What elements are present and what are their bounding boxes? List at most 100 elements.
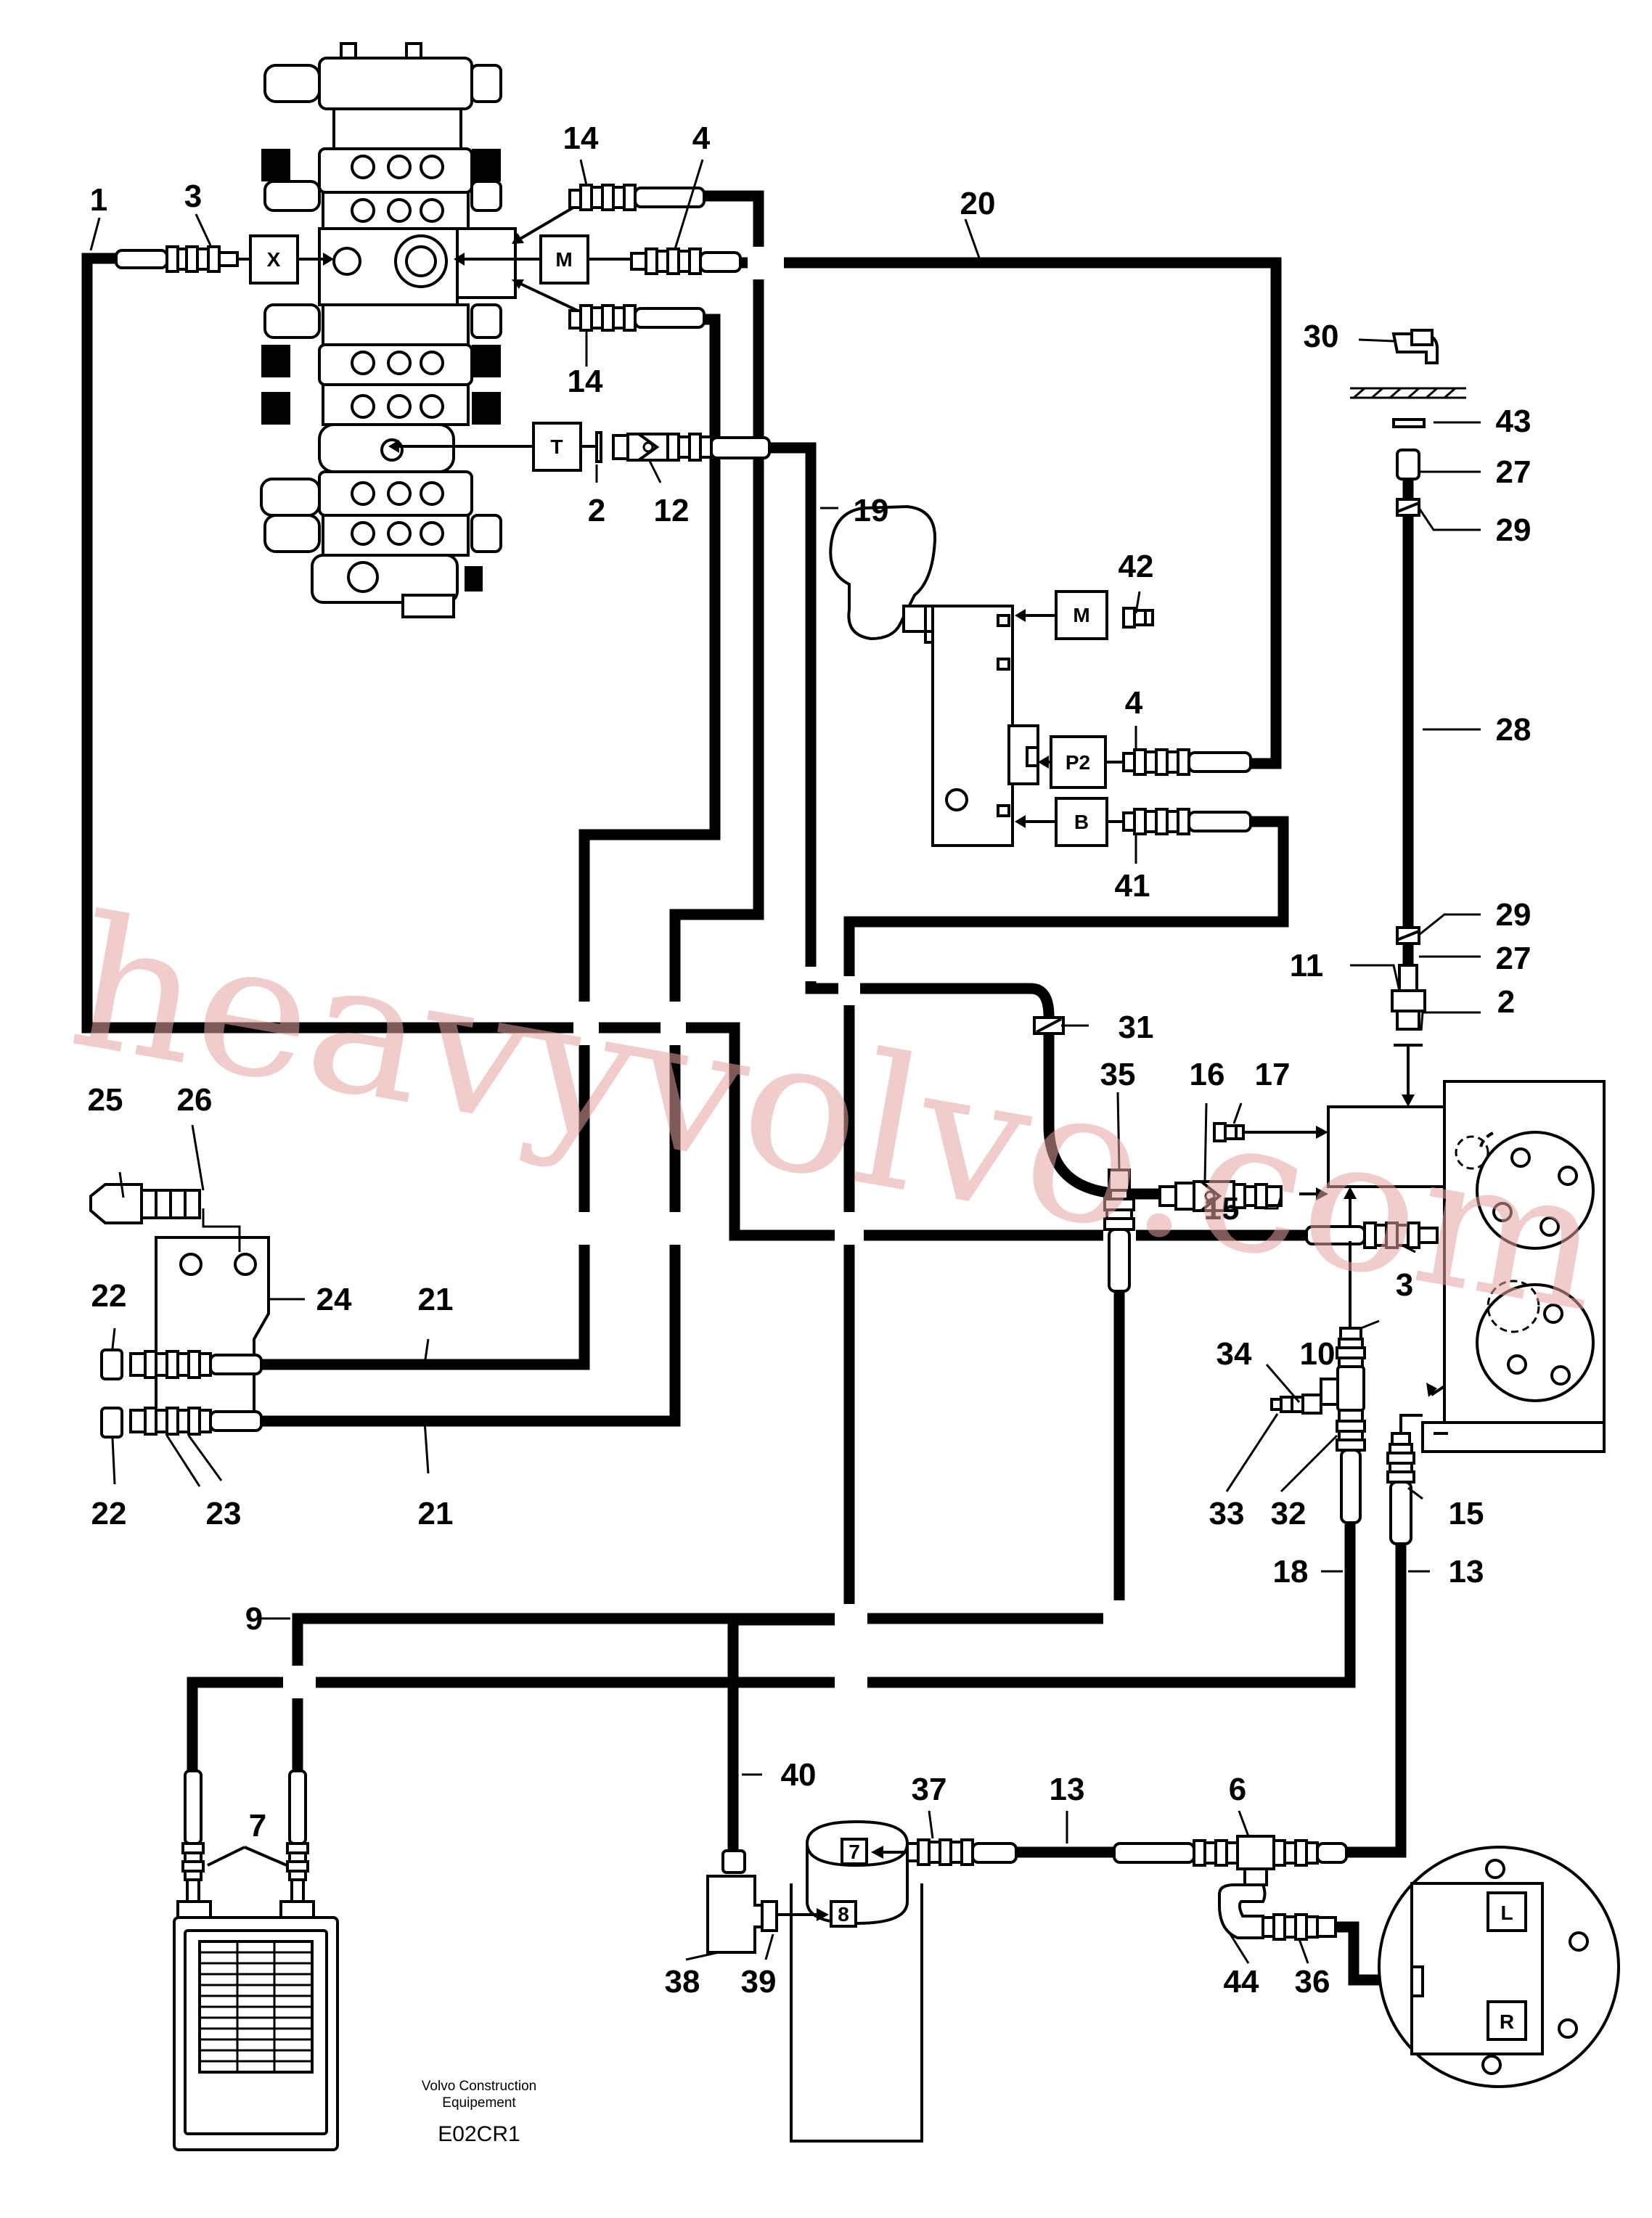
pump-unit <box>1270 1080 1606 1453</box>
callout-27: 27 <box>1496 454 1532 490</box>
callout-21: 21 <box>418 1282 454 1317</box>
port-t-label: T <box>550 435 563 458</box>
port-m-valve-label: M <box>555 248 572 271</box>
callout-17: 17 <box>1255 1057 1291 1092</box>
watermark: heavyvolvo.com <box>58 876 1617 1352</box>
fitting-35 <box>1033 1016 1135 1293</box>
callout-2: 2 <box>1497 984 1515 1020</box>
callout-20: 20 <box>960 186 996 221</box>
callout-7: 7 <box>249 1808 266 1843</box>
callout-32: 32 <box>1271 1496 1307 1531</box>
port-8-box <box>830 1900 857 1928</box>
port-x-label: X <box>267 248 281 271</box>
callout-14: 14 <box>568 364 603 399</box>
callout-37: 37 <box>912 1772 947 1807</box>
callout-labels: 1 3 14 4 20 14 30 43 27 29 2 12 19 42 4 … <box>88 120 1532 2000</box>
fitting-4-top <box>588 247 742 275</box>
port-7-box <box>841 1838 868 1865</box>
hose-19 <box>769 442 1179 1200</box>
hose-13 <box>1336 1521 1407 1858</box>
callout-41: 41 <box>1115 868 1150 904</box>
callout-4: 4 <box>692 120 711 156</box>
fitting-14-lower <box>568 304 706 332</box>
drawing-code: E02CR1 <box>438 2122 520 2146</box>
callout-24: 24 <box>316 1282 352 1317</box>
hose-28-assembly <box>1350 329 1466 1107</box>
tank-unit: 7 8 <box>706 1820 1018 2143</box>
port-l-label: L <box>1500 1902 1513 1924</box>
callout-38: 38 <box>665 1964 700 2000</box>
hose-14-lower <box>210 314 721 1370</box>
callout-6: 6 <box>1229 1772 1246 1807</box>
mounting-bracket <box>89 1183 270 1439</box>
callout-30: 30 <box>1304 319 1339 354</box>
oil-cooler <box>173 1769 339 2151</box>
callout-1: 1 <box>90 182 107 218</box>
callout-3: 3 <box>184 179 202 214</box>
port-7-label: 7 <box>849 1841 860 1863</box>
callout-23: 23 <box>206 1496 242 1531</box>
port-m-pilot-box <box>1055 590 1108 640</box>
port-r-label: R <box>1500 2010 1514 2033</box>
callout-25: 25 <box>88 1082 123 1118</box>
tee-10-assembly <box>1270 1241 1366 1524</box>
leader-lines <box>89 159 1481 1964</box>
callout-31: 31 <box>1119 1010 1154 1045</box>
port-r-box <box>1487 2000 1527 2041</box>
callout-15: 15 <box>1204 1191 1240 1227</box>
fittings <box>115 184 771 463</box>
hose-36 <box>1336 1921 1401 1986</box>
callout-33: 33 <box>1209 1496 1245 1531</box>
fitting-3-right <box>1305 1221 1439 1249</box>
callout-18: 18 <box>1273 1554 1309 1589</box>
credit-line-1: Volvo Construction <box>422 2079 536 2094</box>
callout-40: 40 <box>781 1757 817 1793</box>
callout-44: 44 <box>1224 1964 1259 2000</box>
callout-16: 16 <box>1190 1057 1225 1092</box>
callout-22: 22 <box>91 1278 127 1314</box>
callout-21: 21 <box>418 1496 454 1531</box>
callout-27: 27 <box>1496 941 1532 976</box>
port-8-label: 8 <box>838 1903 849 1926</box>
port-b-label: B <box>1074 811 1089 833</box>
callout-2: 2 <box>588 493 605 528</box>
callout-9: 9 <box>245 1601 263 1637</box>
callout-39: 39 <box>741 1964 777 2000</box>
hose-18 <box>187 1524 1356 1771</box>
callout-4: 4 <box>1125 685 1143 721</box>
hose-1 <box>81 253 1314 1241</box>
callout-36: 36 <box>1295 1964 1330 2000</box>
callout-42: 42 <box>1119 549 1154 584</box>
port-p2-label: P2 <box>1066 751 1090 774</box>
fitting-15-lower <box>1386 1414 1423 1545</box>
callout-28: 28 <box>1496 712 1532 748</box>
callout-12: 12 <box>654 493 690 528</box>
tee-6-assembly <box>1113 1835 1412 1986</box>
pilot-control-unit: M P2 B <box>829 504 1252 847</box>
crossing-gaps <box>283 247 1136 1698</box>
callout-13: 13 <box>1449 1554 1484 1589</box>
callout-29: 29 <box>1496 512 1532 548</box>
fitting-14-upper <box>568 184 706 211</box>
callout-43: 43 <box>1496 404 1532 439</box>
port-m-pilot-label: M <box>1073 604 1089 626</box>
callout-3: 3 <box>1396 1267 1413 1303</box>
port-x-box <box>249 234 299 285</box>
callout-11: 11 <box>1290 948 1324 983</box>
swing-motor: L R <box>1378 1846 1620 2088</box>
port-l-box <box>1487 1891 1527 1932</box>
callout-15: 15 <box>1449 1496 1484 1531</box>
callout-13: 13 <box>1050 1772 1085 1807</box>
fitting-3-top <box>115 245 250 273</box>
credit-block: Volvo Construction Equipement E02CR1 <box>422 2079 536 2146</box>
callout-22: 22 <box>91 1496 127 1531</box>
hose-14-upper <box>210 190 764 1427</box>
callout-29: 29 <box>1496 897 1532 933</box>
fitting-12-check <box>581 431 771 463</box>
callout-10: 10 <box>1300 1336 1336 1372</box>
callout-34: 34 <box>1216 1336 1252 1372</box>
callout-14: 14 <box>563 120 599 156</box>
callout-35: 35 <box>1100 1057 1136 1092</box>
control-valve-block <box>260 42 517 618</box>
